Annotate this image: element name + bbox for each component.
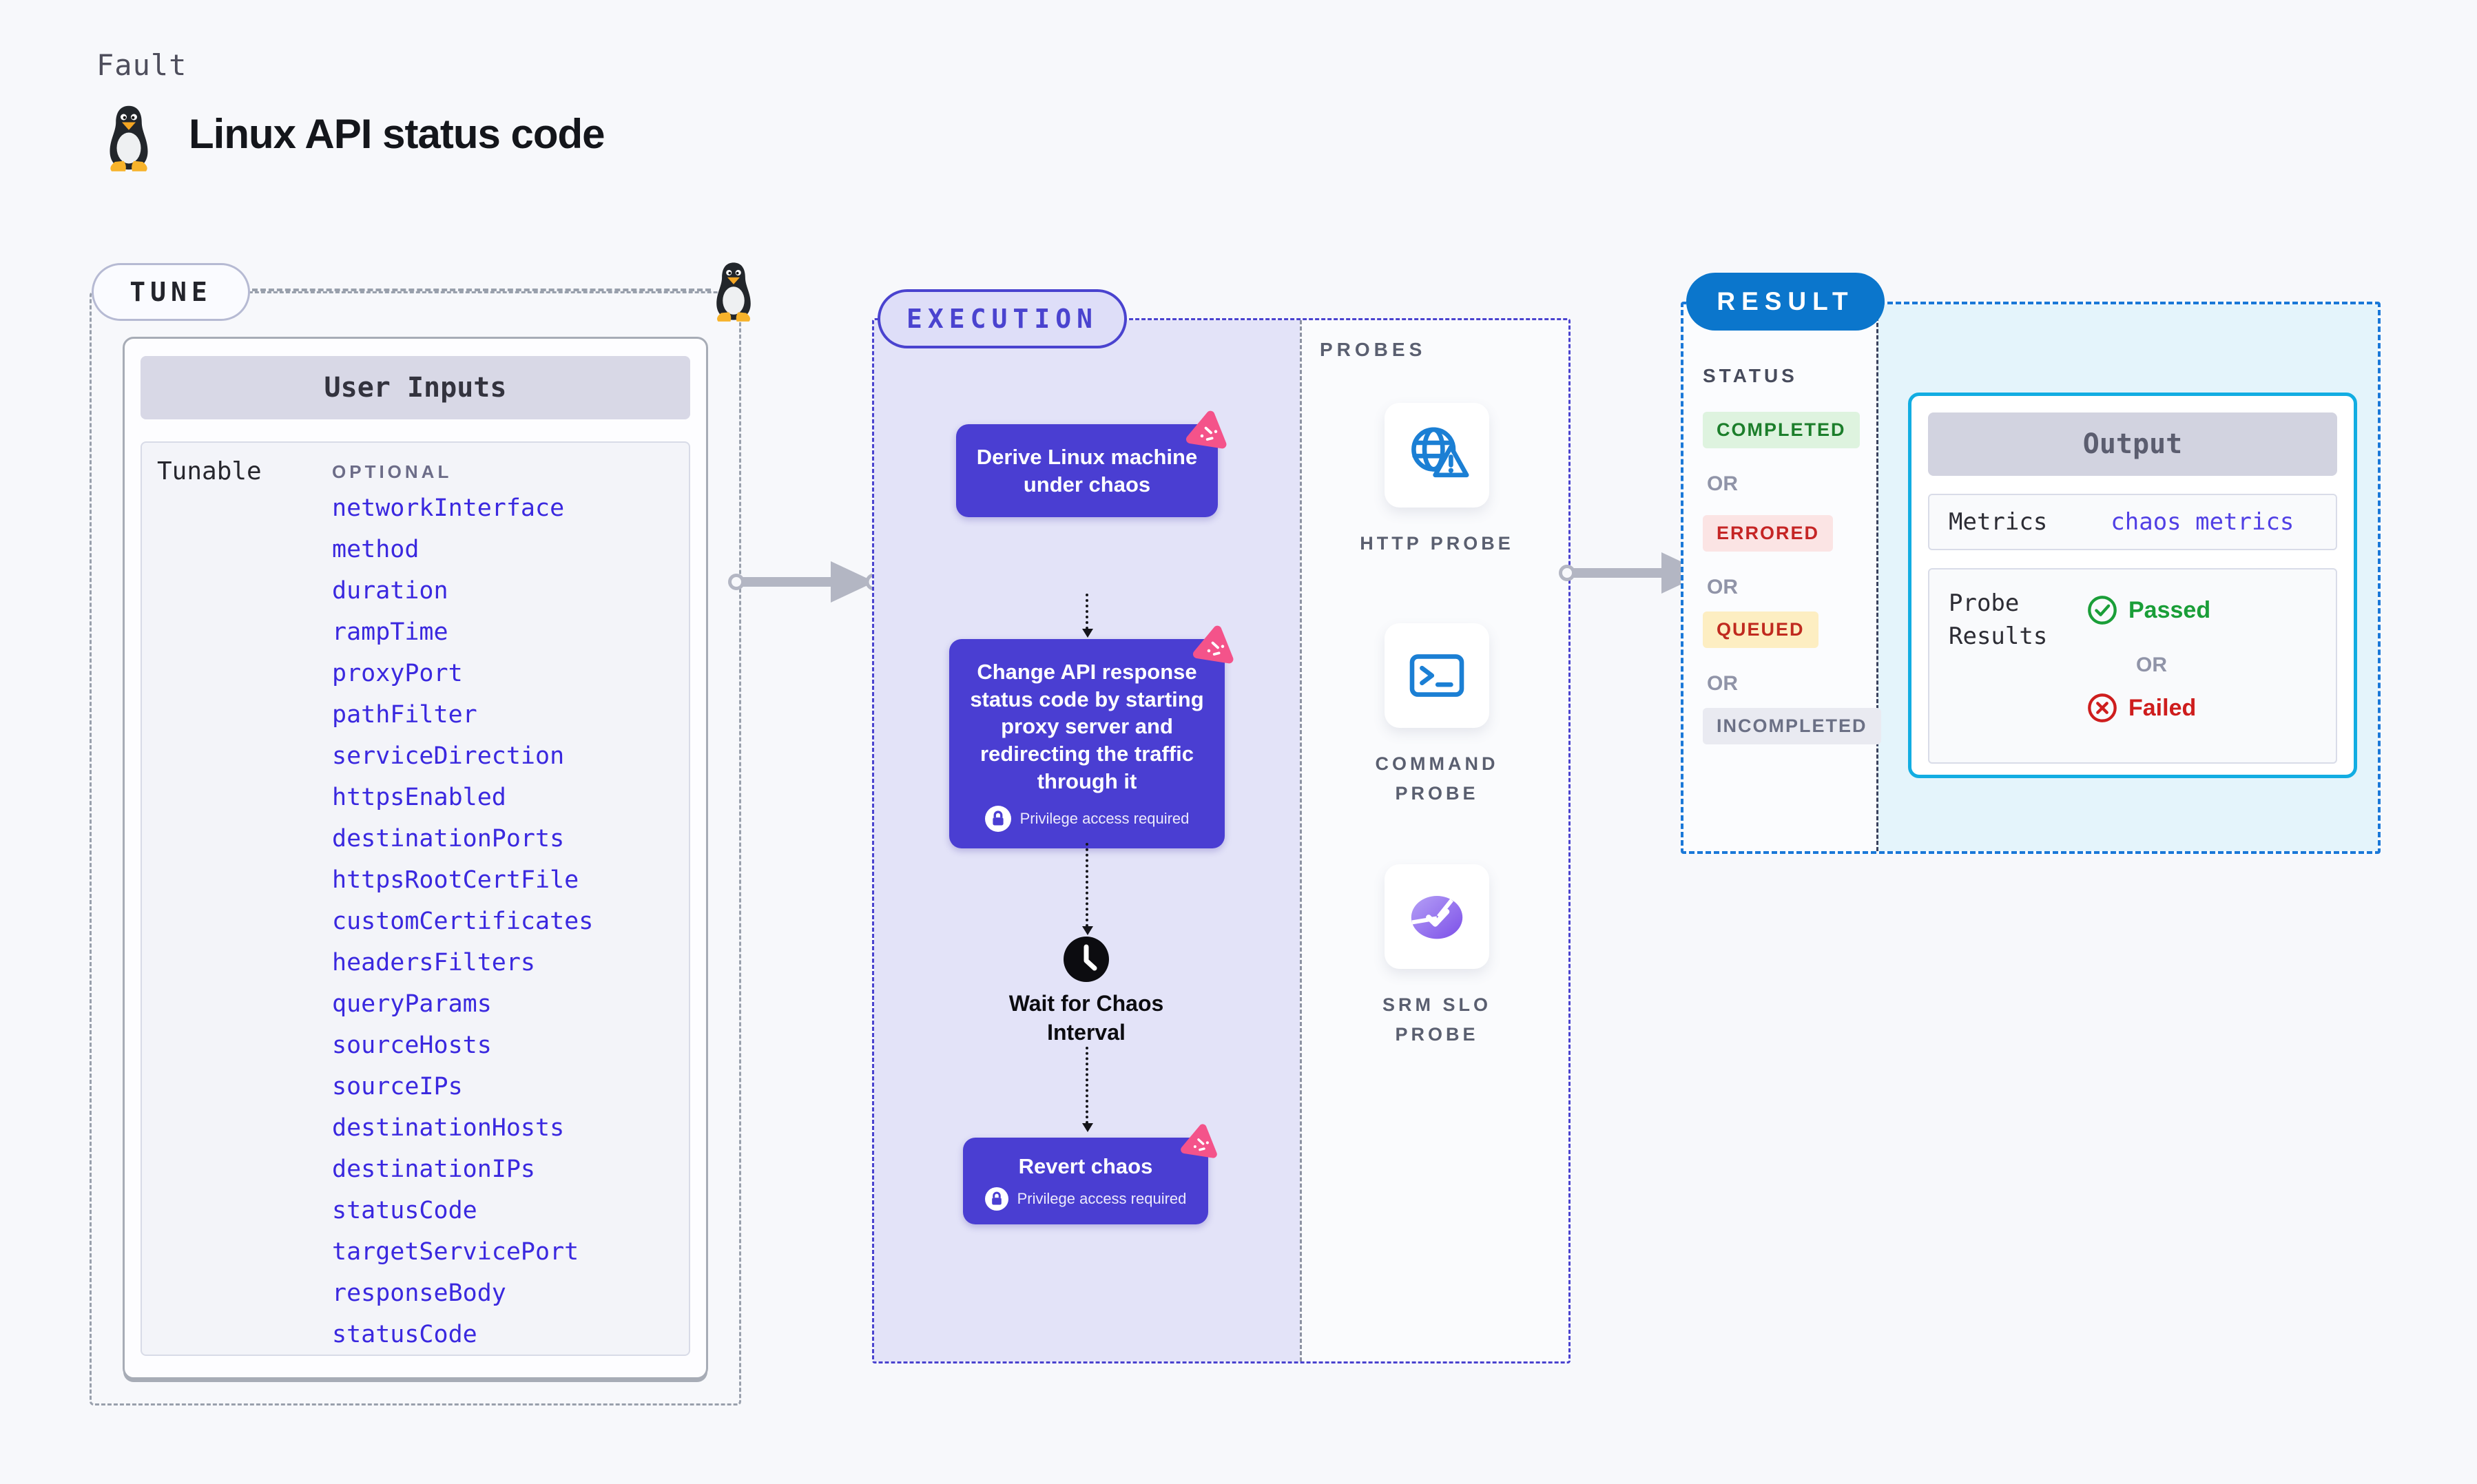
chaos-metrics-link[interactable]: chaos metrics [2111, 508, 2294, 536]
tune-badge: TUNE [92, 263, 250, 321]
tunable-param-link[interactable]: networkInterface [332, 494, 565, 522]
status-badge-completed: COMPLETED [1703, 412, 1860, 448]
tunable-param-link[interactable]: httpsEnabled [332, 784, 506, 811]
command-probe-card [1385, 623, 1489, 728]
tunable-params-list: networkInterface method duration rampTime pr… [332, 488, 593, 1355]
step-derive-label: Derive Linux machine under chaos [976, 445, 1198, 497]
lock-icon [985, 806, 1011, 832]
tunable-param-link[interactable]: responseBody [332, 1279, 506, 1307]
tunable-param-link[interactable]: method [332, 536, 419, 563]
output-card: Output Metrics chaos metrics Probe Resul… [1908, 393, 2357, 778]
or-separator: OR [2136, 654, 2167, 676]
privilege-note: Privilege access required [1019, 810, 1190, 828]
tunable-param-link[interactable]: sourceIPs [332, 1073, 463, 1100]
wait-for-chaos-label: Wait for Chaos Interval [1008, 991, 1164, 1045]
or-separator: OR [1707, 576, 1738, 598]
chaos-logo-icon [1185, 406, 1232, 454]
tune-section-box [90, 291, 741, 1405]
tunable-param-link[interactable]: headersFilters [332, 949, 536, 976]
wait-clock-icon [1064, 937, 1109, 982]
flow-connector-down [1082, 594, 1093, 638]
status-badge-errored: ERRORED [1703, 515, 1834, 552]
probe-result-passed: Passed [2086, 594, 2210, 626]
status-badge-queued: QUEUED [1703, 612, 1818, 648]
failed-label: Failed [2128, 694, 2197, 721]
linux-tux-icon [708, 260, 759, 322]
probes-lane-divider [1300, 320, 1302, 1361]
result-status-divider [1876, 304, 1878, 851]
lock-icon [985, 1187, 1008, 1211]
tunable-param-link[interactable]: proxyPort [332, 660, 463, 687]
passed-label: Passed [2128, 596, 2211, 623]
step-revert-label: Revert chaos [1018, 1154, 1153, 1178]
user-inputs-header: User Inputs [141, 356, 690, 419]
passed-check-icon [2086, 594, 2118, 626]
tunable-param-link[interactable]: rampTime [332, 618, 448, 646]
metrics-row: Metrics chaos metrics [1928, 494, 2337, 550]
tunable-param-link[interactable]: destinationHosts [332, 1114, 565, 1142]
or-separator: OR [1707, 672, 1738, 695]
probe-results-label: Probe Results [1949, 589, 2048, 650]
page-title: Linux API status code [189, 111, 605, 157]
or-separator: OR [1707, 472, 1738, 495]
chaos-logo-icon [1179, 1120, 1222, 1162]
tune-connector-line [252, 289, 711, 291]
tunable-param-link[interactable]: pathFilter [332, 701, 477, 729]
tunable-param-link[interactable]: queryParams [332, 990, 492, 1018]
probe-result-failed: Failed [2086, 692, 2196, 724]
output-card-header: Output [1928, 412, 2337, 476]
tunable-param-link[interactable]: serviceDirection [332, 742, 565, 770]
tunable-param-link[interactable]: sourceHosts [332, 1032, 492, 1059]
srm-slo-probe-label: SRM SLO PROBE [1382, 994, 1491, 1045]
command-probe-icon [1404, 642, 1470, 709]
linux-tux-icon [101, 103, 157, 172]
step-change-status-code: Change API response status code by start… [949, 639, 1225, 849]
status-badge-incompleted: INCOMPLETED [1703, 708, 1881, 744]
tunable-param-link[interactable]: statusCode [332, 1197, 477, 1224]
privilege-note: Privilege access required [1017, 1189, 1187, 1207]
probe-results-row: Probe Results Passed OR Failed [1928, 568, 2337, 764]
status-column-title: STATUS [1703, 365, 1798, 386]
srm-slo-probe-card [1385, 864, 1489, 969]
tunable-param-link[interactable]: statusCode [332, 1321, 477, 1348]
step-derive-machine: Derive Linux machine under chaos [956, 424, 1218, 518]
metrics-label: Metrics [1949, 508, 2048, 536]
tunables-list-box [141, 441, 690, 1356]
http-probe-card [1385, 403, 1489, 508]
flow-connector-down [1082, 1047, 1093, 1132]
result-badge: RESULT [1686, 273, 1885, 331]
optional-column-label: OPTIONAL [332, 461, 453, 482]
fault-kicker: Fault [96, 48, 187, 82]
execution-badge: EXECUTION [878, 289, 1127, 348]
tune-to-execution-arrow [727, 547, 883, 616]
tunable-param-link[interactable]: customCertificates [332, 908, 594, 935]
tunable-param-link[interactable]: duration [332, 577, 448, 605]
failed-x-icon [2086, 692, 2118, 724]
http-probe-icon [1404, 422, 1470, 488]
http-probe-label: HTTP PROBE [1360, 533, 1514, 554]
tunable-row-label: Tunable [157, 457, 262, 485]
srm-slo-probe-icon [1404, 884, 1470, 950]
flow-connector-down [1082, 843, 1093, 935]
tunable-param-link[interactable]: destinationPorts [332, 825, 565, 853]
tunable-param-link[interactable]: targetServicePort [332, 1238, 579, 1266]
step-revert-chaos: Revert chaos Privilege access required [963, 1138, 1208, 1224]
step-change-label: Change API response status code by start… [970, 660, 1204, 793]
command-probe-label: COMMAND PROBE [1375, 753, 1499, 804]
tunable-param-link[interactable]: destinationIPs [332, 1156, 536, 1183]
probes-lane-title: PROBES [1320, 339, 1427, 360]
chaos-logo-icon [1192, 621, 1239, 669]
tunable-param-link[interactable]: httpsRootCertFile [332, 866, 579, 894]
